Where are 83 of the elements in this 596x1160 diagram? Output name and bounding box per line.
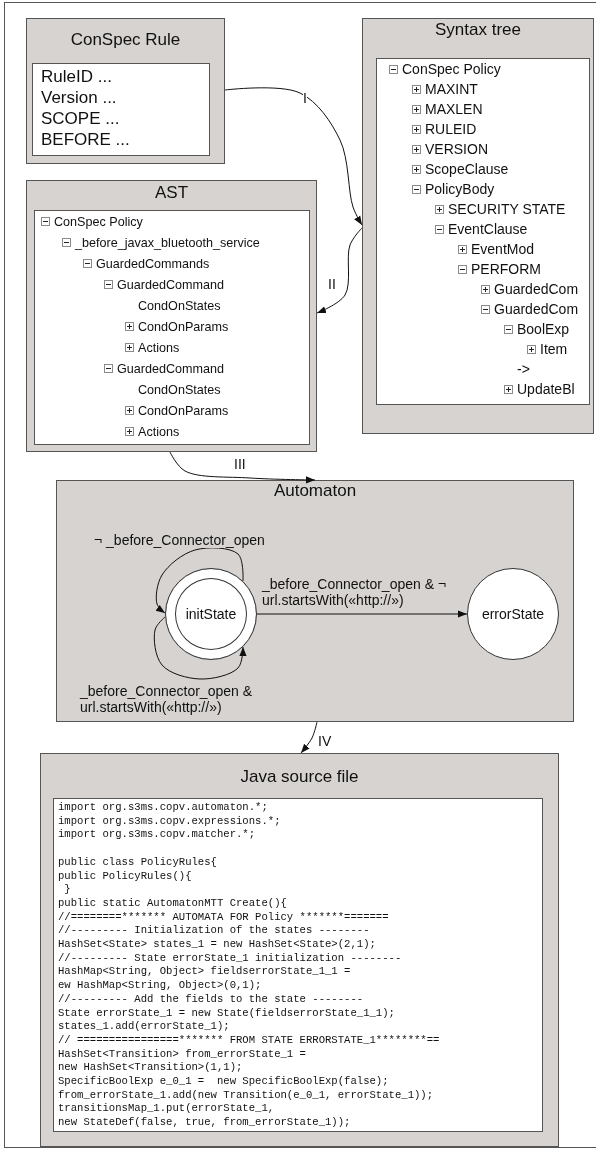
code-box — [53, 798, 543, 1132]
panel — [362, 18, 594, 434]
tree-item: ScopeClause — [425, 161, 509, 177]
code-line: import org.s3ms.copv.automaton.*; — [58, 801, 268, 815]
rule-line: RuleID ... — [41, 66, 112, 87]
code-line: import org.s3ms.copv.expressions.*; — [58, 814, 281, 829]
tree-item: SECURITY STATE — [448, 201, 566, 217]
code-line: new HashSet<Transition>(1,1); — [58, 1061, 243, 1076]
panel — [26, 18, 225, 164]
rule-line: BEFORE ... — [41, 129, 130, 150]
panel — [26, 180, 317, 452]
tree-item: MAXINT — [425, 81, 478, 97]
code-line: HashSet<Transition> from_errorState_1 = — [58, 1047, 306, 1062]
code-line: new StateDef(false, true, from_errorState_1)); — [58, 1116, 351, 1130]
edge-label: I — [303, 90, 307, 106]
panel — [56, 480, 574, 722]
code-line: //--------- State errorState_1 initialization -------- — [58, 951, 402, 966]
arrow — [256, 610, 468, 618]
tree-item: Actions — [138, 340, 180, 355]
tree-item: CondOnStates — [138, 298, 221, 313]
state-label: errorState — [481, 606, 545, 622]
code-line: SpecificBoolExp e_0_1 = new SpecificBoolExp(false); — [58, 1075, 389, 1089]
code-line: State errorState_1 = new State(fieldserrorState_1_1); — [58, 1006, 395, 1021]
code-line: public PolicyRules(){ — [58, 869, 192, 884]
tree-item: CondOnParams — [138, 319, 229, 334]
tree-item: ConSpec Policy — [402, 61, 501, 77]
arrow — [224, 87, 363, 226]
tree-item: CondOnParams — [138, 403, 229, 418]
rule-line: Version ... — [41, 87, 117, 108]
panel-title: Java source file — [239, 767, 360, 787]
code-line: states_1.add(errorState_1); — [58, 1020, 230, 1034]
tree-item: GuardedCommands — [96, 256, 210, 271]
tree-item: ConSpec Policy — [54, 214, 143, 229]
tree-item: EventClause — [448, 221, 528, 237]
tree-item: _before_javax_bluetooth_service — [75, 235, 260, 250]
tree-item: Item — [540, 341, 568, 357]
tree-item: GuardedCommand — [117, 277, 225, 292]
tree-item: GuardedCom — [494, 281, 579, 297]
edge-label: _before_Connector_open & ¬ url.startsWith(«http://») — [262, 576, 447, 608]
code-line: public class PolicyRules{ — [58, 855, 217, 870]
code-line: //========******* AUTOMATA FOR Policy *******======= — [58, 910, 389, 925]
arrow — [153, 616, 247, 680]
edge-label: IV — [318, 733, 332, 749]
code-line: ew HashMap<String, Object>(0,1); — [58, 979, 262, 993]
edge-label: III — [234, 456, 246, 472]
edge-label: II — [328, 276, 336, 292]
code-line: } — [63, 883, 71, 897]
tree-item: RULEID — [425, 121, 477, 137]
code-line: HashSet<State> states_1 = new HashSet<State>(2,1); — [58, 938, 376, 952]
panel-title: Automaton — [272, 481, 358, 501]
code-line: transitionsMap_1.put(errorState_1, — [58, 1102, 275, 1117]
code-line: import org.s3ms.copv.matcher.*; — [58, 828, 256, 843]
code-line: HashMap<String, Object> fieldserrorState_1_1 = — [58, 965, 351, 980]
tree-item: UpdateBl — [517, 381, 575, 397]
tree-item: PolicyBody — [425, 181, 495, 197]
state-label: initState — [185, 606, 237, 622]
panel — [40, 753, 559, 1147]
arrow — [169, 451, 316, 484]
tree-item: BoolExp — [517, 321, 570, 337]
arrow — [316, 227, 363, 314]
panel-title: ConSpec Rule — [69, 30, 182, 50]
rule-line: SCOPE ... — [41, 108, 120, 129]
tree-view — [376, 58, 590, 405]
tree-view — [34, 210, 310, 445]
tree-item: GuardedCom — [494, 301, 579, 317]
tree-item: VERSION — [425, 141, 488, 157]
code-line: from_errorState_1.add(new Transition(e_0_1, errorState_1)); — [58, 1088, 434, 1103]
tree-item: PERFORM — [471, 261, 541, 277]
code-line: public static AutomatonMTT Create(){ — [58, 896, 287, 911]
panel-title: Syntax tree — [434, 20, 522, 40]
tree-item: MAXLEN — [425, 101, 483, 117]
arrow — [155, 547, 244, 614]
code-line: //--------- Initialization of the states -------- — [58, 924, 370, 938]
panel-title: AST — [153, 183, 190, 203]
code-line: //--------- Add the fields to the state -------- — [58, 992, 364, 1007]
tree-item: GuardedCommand — [117, 361, 225, 376]
tree-item: EventMod — [471, 241, 535, 257]
text-box — [32, 63, 210, 156]
tree-item: CondOnStates — [138, 382, 221, 397]
code-line: // ================******* FROM STATE ERRORSTATE_1********== — [58, 1033, 440, 1048]
tree-item: -> — [517, 361, 530, 377]
arrow — [300, 721, 318, 754]
tree-item: Actions — [138, 424, 180, 439]
